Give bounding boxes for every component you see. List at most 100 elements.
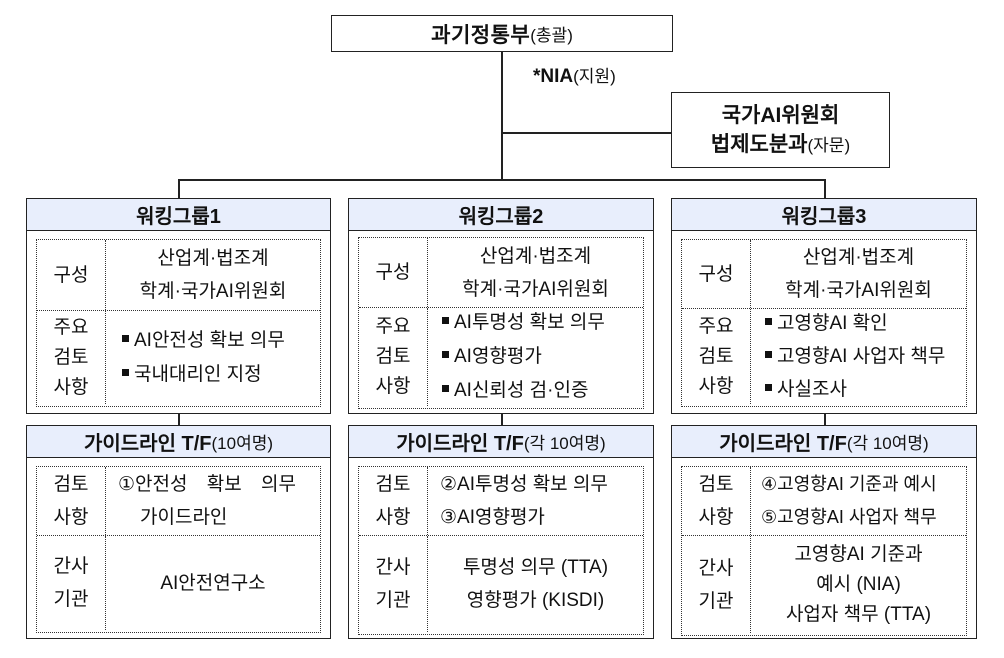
ministry-role: (총괄) bbox=[530, 26, 573, 45]
review-label-line: 검토 bbox=[698, 345, 734, 367]
composition-line: 학계·국가AI위원회 bbox=[785, 280, 932, 301]
task-force-size: (각 10여명) bbox=[523, 434, 606, 453]
wg3-tf3-connector bbox=[824, 412, 826, 426]
lead-orgs: 고영향AI 기준과 예시 (NIA) 사업자 책무 (TTA) bbox=[751, 536, 966, 633]
review-label-line: 사항 bbox=[698, 375, 734, 397]
review-items: ②AI투명성 확보 의무 ③AI영향평가 bbox=[428, 467, 643, 535]
lead-org: 투명성 의무 (TTA) bbox=[462, 557, 609, 578]
composition-row: 구성 산업계·법조계 학계·국가AI위원회 bbox=[359, 238, 643, 307]
committee-connector bbox=[501, 132, 672, 134]
review-label-line: 주요 bbox=[375, 316, 411, 337]
working-group-1-title: 워킹그룹1 bbox=[27, 199, 330, 231]
composition-label: 구성 bbox=[359, 238, 428, 307]
working-group-3-card: 워킹그룹3 구성 산업계·법조계 학계·국가AI위원회 주요 검토 사항 고영향… bbox=[671, 198, 977, 414]
task-force-2-title: 가이드라인 T/F(각 10여명) bbox=[349, 426, 653, 458]
ministry-box: 과기정통부(총괄) bbox=[331, 15, 673, 52]
lead-label-line: 기관 bbox=[53, 589, 89, 610]
task-force-1-card: 가이드라인 T/F(10여명) 검토 사항 ①안전성 확보 의무 가이드라인 간… bbox=[26, 425, 331, 639]
square-bullet-icon bbox=[122, 368, 129, 376]
review-label-line: 사항 bbox=[53, 507, 89, 528]
lead-org: 고영향AI 기준과 bbox=[794, 543, 923, 565]
composition-label: 구성 bbox=[37, 240, 106, 310]
wg3-connector bbox=[824, 179, 826, 199]
review-item-text: AI투명성 확보 의무 bbox=[454, 312, 605, 333]
working-group-2-table: 구성 산업계·법조계 학계·국가AI위원회 주요 검토 사항 AI투명성 확보 … bbox=[358, 237, 644, 409]
review-label-line: 검토 bbox=[375, 346, 411, 367]
review-item: ④고영향AI 기준과 예시 bbox=[761, 474, 937, 494]
review-item: AI안전성 확보 의무 bbox=[122, 324, 285, 358]
composition-line: 산업계·법조계 bbox=[157, 248, 269, 269]
review-item-text: 국내대리인 지정 bbox=[134, 363, 262, 385]
square-bullet-icon bbox=[765, 351, 772, 359]
review-items: ④고영향AI 기준과 예시 ⑤고영향AI 사업자 책무 bbox=[751, 467, 966, 535]
square-bullet-icon bbox=[765, 318, 772, 326]
review-item: ②AI투명성 확보 의무 bbox=[440, 474, 608, 495]
review-item-text: AI영향평가 bbox=[454, 346, 542, 367]
lead-label-line: 기관 bbox=[698, 590, 734, 612]
working-group-3-title: 워킹그룹3 bbox=[672, 199, 976, 231]
review-item: AI투명성 확보 의무 bbox=[442, 306, 605, 340]
review-label-line: 주요 bbox=[698, 315, 734, 337]
working-group-2-title: 워킹그룹2 bbox=[349, 199, 653, 231]
composition-values: 산업계·법조계 학계·국가AI위원회 bbox=[428, 238, 643, 307]
review-items: ①안전성 확보 의무 가이드라인 bbox=[106, 467, 320, 535]
review-items: AI투명성 확보 의무 AI영향평가 AI신뢰성 검·인증 bbox=[428, 308, 643, 406]
review-row: 검토 사항 ①안전성 확보 의무 가이드라인 bbox=[37, 467, 320, 535]
task-force-title-text: 가이드라인 T/F bbox=[719, 433, 847, 455]
composition-line: 산업계·법조계 bbox=[479, 245, 592, 267]
committee-subcommittee: 법제도분과 bbox=[710, 132, 808, 156]
composition-line: 산업계·법조계 bbox=[802, 247, 915, 268]
task-force-3-title: 가이드라인 T/F(각 10여명) bbox=[672, 426, 976, 458]
review-items: 고영향AI 확인 고영향AI 사업자 책무 사실조사 bbox=[751, 309, 966, 404]
review-label: 검토 사항 bbox=[359, 467, 428, 535]
review-label-line: 검토 bbox=[53, 474, 89, 495]
lead-orgs: 투명성 의무 (TTA) 영향평가 (KISDI) bbox=[428, 536, 643, 632]
composition-line: 학계·국가AI위원회 bbox=[139, 281, 287, 302]
lead-org-label: 간사 기관 bbox=[682, 536, 751, 633]
group-bus-connector bbox=[178, 179, 826, 181]
review-item: AI영향평가 bbox=[442, 340, 542, 374]
working-group-2-card: 워킹그룹2 구성 산업계·법조계 학계·국가AI위원회 주요 검토 사항 AI투… bbox=[348, 198, 654, 414]
review-item-text: 사실조사 bbox=[777, 379, 847, 400]
support-org-label: *NIA(지원) bbox=[533, 62, 616, 88]
composition-row: 구성 산업계·법조계 학계·국가AI위원회 bbox=[682, 240, 966, 308]
lead-org: 사업자 책무 (TTA) bbox=[785, 603, 932, 625]
review-label-line: 검토 bbox=[698, 474, 734, 495]
advisory-committee-box: 국가AI위원회 법제도분과(자문) bbox=[671, 92, 890, 168]
task-force-3-card: 가이드라인 T/F(각 10여명) 검토 사항 ④고영향AI 기준과 예시 ⑤고… bbox=[671, 425, 977, 639]
composition-row: 구성 산업계·법조계 학계·국가AI위원회 bbox=[37, 240, 320, 310]
lead-label-line: 간사 bbox=[375, 557, 411, 578]
review-item: 고영향AI 사업자 책무 bbox=[765, 340, 945, 373]
review-row: 주요 검토 사항 고영향AI 확인 고영향AI 사업자 책무 사실조사 bbox=[682, 308, 966, 404]
square-bullet-icon bbox=[442, 317, 449, 325]
square-bullet-icon bbox=[442, 351, 449, 359]
review-item: ③AI영향평가 bbox=[440, 507, 545, 528]
task-force-size: (각 10여명) bbox=[846, 434, 929, 453]
task-force-title-text: 가이드라인 T/F bbox=[396, 433, 524, 455]
composition-label: 구성 bbox=[682, 240, 751, 308]
review-label-line: 사항 bbox=[375, 376, 411, 397]
working-group-1-table: 구성 산업계·법조계 학계·국가AI위원회 주요 검토 사항 AI안전성 확보 … bbox=[36, 239, 321, 407]
wg1-tf1-connector bbox=[178, 412, 180, 426]
square-bullet-icon bbox=[442, 385, 449, 393]
ministry-name: 과기정통부 bbox=[431, 23, 531, 47]
review-item: 가이드라인 bbox=[140, 507, 228, 528]
review-label-line: 검토 bbox=[375, 474, 411, 495]
review-item: ①안전성 확보 의무 bbox=[118, 474, 296, 495]
review-item: 국내대리인 지정 bbox=[122, 358, 262, 392]
lead-org: 영향평가 (KISDI) bbox=[466, 590, 605, 611]
review-item: AI신뢰성 검·인증 bbox=[442, 374, 588, 408]
lead-org-row: 간사 기관 AI안전연구소 bbox=[37, 535, 320, 630]
lead-label-line: 간사 bbox=[698, 557, 734, 579]
trunk-connector bbox=[501, 51, 503, 181]
review-row: 주요 검토 사항 AI안전성 확보 의무 국내대리인 지정 bbox=[37, 310, 320, 404]
review-items: AI안전성 확보 의무 국내대리인 지정 bbox=[106, 311, 320, 404]
review-row: 검토 사항 ②AI투명성 확보 의무 ③AI영향평가 bbox=[359, 467, 643, 535]
review-label-line: 사항 bbox=[53, 376, 89, 398]
review-item-text: 고영향AI 확인 bbox=[777, 313, 888, 334]
review-label: 검토 사항 bbox=[682, 467, 751, 535]
composition-line: 학계·국가AI위원회 bbox=[462, 278, 609, 300]
review-label: 검토 사항 bbox=[37, 467, 106, 535]
lead-label-line: 기관 bbox=[375, 590, 411, 611]
task-force-1-title: 가이드라인 T/F(10여명) bbox=[27, 426, 330, 458]
